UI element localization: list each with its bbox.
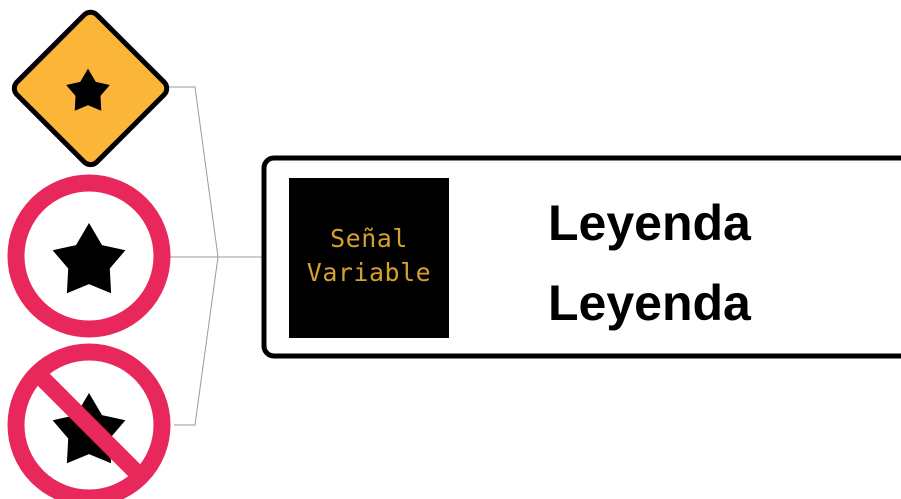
variable-message-sign: Señal Variable xyxy=(289,178,449,338)
prohibition-sign xyxy=(7,343,171,499)
legend-line-1: Leyenda xyxy=(548,195,752,251)
vms-line-1: Señal xyxy=(330,224,408,253)
warning-sign xyxy=(11,9,170,168)
sign-panel: Señal Variable Leyenda Leyenda xyxy=(261,155,901,359)
legend: Leyenda Leyenda xyxy=(548,195,752,331)
connector-lines xyxy=(166,86,264,426)
vms-line-2: Variable xyxy=(307,258,431,287)
legend-line-2: Leyenda xyxy=(548,275,752,331)
regulatory-sign xyxy=(7,174,171,338)
prohibition-slash xyxy=(33,369,145,481)
